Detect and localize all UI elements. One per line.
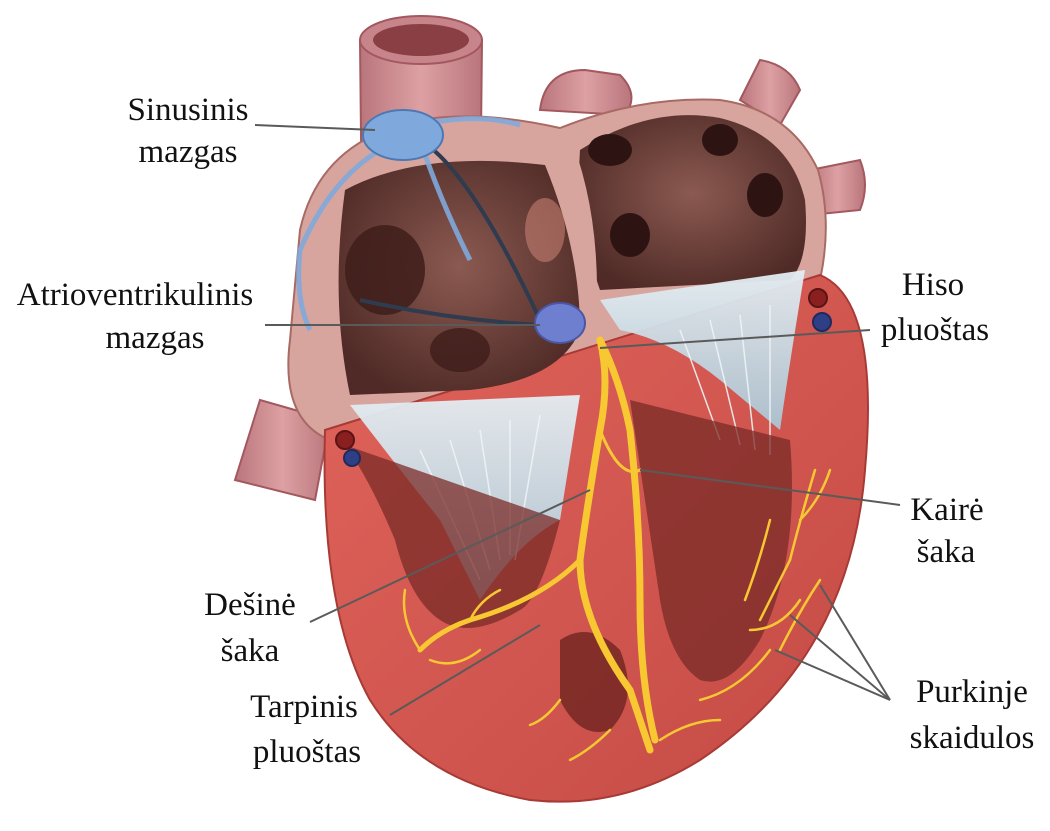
av-node xyxy=(535,303,585,343)
label-av-node-line1: Atrioventrikulinis xyxy=(17,277,253,313)
label-left-branch-line2: šaka xyxy=(917,534,976,570)
label-left-branch-line1: Kairė xyxy=(910,492,983,528)
label-right-branch-line1: Dešinė xyxy=(204,587,296,623)
label-right-branch-line2: šaka xyxy=(221,633,280,669)
sa-node xyxy=(363,110,443,160)
label-his-bundle-line2: pluoštas xyxy=(881,312,989,348)
label-av-node-line2: mazgas xyxy=(106,320,205,356)
label-sa-node-line2: mazgas xyxy=(139,134,238,170)
label-moderator-band-line1: Tarpinis xyxy=(250,689,358,725)
label-purkinje-line2: skaidulos xyxy=(910,720,1035,756)
label-purkinje-line1: Purkinje xyxy=(916,674,1028,710)
label-sa-node-line1: Sinusinis xyxy=(127,92,248,128)
label-moderator-band-line2: pluoštas xyxy=(253,734,361,770)
label-his-bundle-line1: Hiso xyxy=(902,267,964,303)
